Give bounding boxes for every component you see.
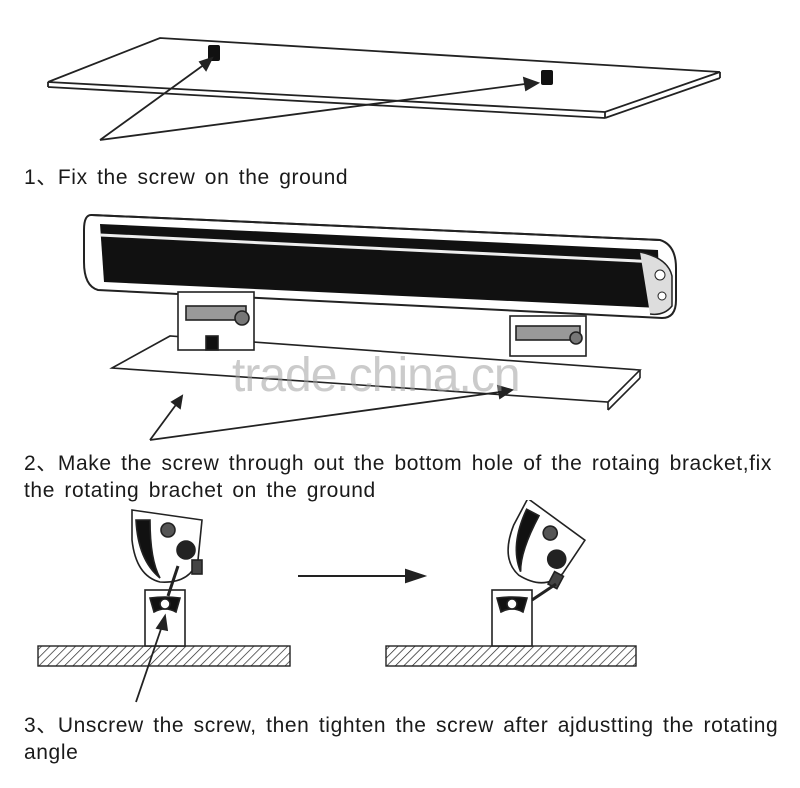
step-1-instruction: 1、Fix the screw on the ground (24, 166, 349, 189)
ground-hatch-icon (37, 645, 291, 667)
watermark: trade.china.cn (232, 349, 521, 402)
screw-icon (541, 70, 553, 85)
arrow-icon (198, 56, 214, 72)
rotating-bracket-icon (144, 589, 186, 647)
step-2-instruction: 2、Make the screw through out the bottom … (24, 452, 772, 502)
rotating-bracket-icon (509, 315, 587, 357)
rotating-bracket-icon (491, 589, 533, 647)
figure-step2-fixture (83, 213, 677, 441)
ground-hatch-icon (385, 645, 637, 667)
figure-step3-angle (37, 500, 637, 703)
arrow-icon (405, 568, 428, 584)
arrow-icon (522, 76, 541, 92)
arrow-icon (170, 394, 184, 410)
wall-washer-light-icon (131, 509, 203, 597)
ground-plate (47, 37, 721, 113)
figure-step1-plate (47, 37, 721, 141)
arrow-icon (496, 384, 515, 400)
wall-washer-light-icon (83, 213, 677, 320)
rotating-bracket-icon (177, 291, 255, 351)
step-3-instruction: 3、Unscrew the screw, then tighten the sc… (24, 714, 779, 764)
wall-washer-light-icon (507, 500, 587, 590)
screw-icon (208, 45, 220, 61)
arrow-icon (155, 613, 169, 632)
